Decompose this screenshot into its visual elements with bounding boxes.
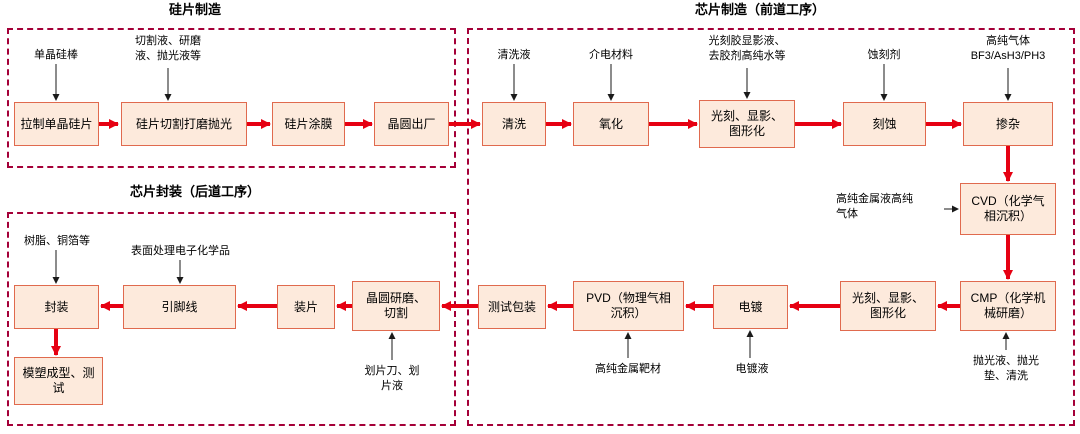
annotation-cut-fluids: 切割液、研磨 液、抛光液等 <box>135 35 201 62</box>
section-title-front-end: 芯片制造（前道工序） <box>694 2 825 17</box>
annotation-metal-liquid-gas: 高纯金属液高纯 气体 <box>836 193 913 220</box>
node-doping: 掺杂 <box>963 102 1053 146</box>
node-wafer-cut: 硅片切割打磨抛光 <box>121 102 247 146</box>
node-oxidation: 氧化 <box>573 102 649 146</box>
node-plating: 电镀 <box>713 285 788 329</box>
annotation-photoresist-fluids: 光刻胶显影液、 去胶剂高纯水等 <box>708 35 786 62</box>
section-chip-packaging <box>7 212 456 426</box>
node-die-attach: 装片 <box>277 285 335 329</box>
section-title-packaging: 芯片封装（后道工序） <box>129 184 260 199</box>
annotation-surface-chem: 表面处理电子化学品 <box>131 245 230 257</box>
node-encapsulation: 封装 <box>14 285 99 329</box>
annotation-clean-fluid: 清洗液 <box>497 49 531 61</box>
annotation-metal-target: 高纯金属靶材 <box>595 363 661 375</box>
node-grind-dice: 晶圆研磨、 切割 <box>352 281 440 331</box>
node-pull-ingot: 拉制单晶硅片 <box>14 102 99 146</box>
node-wafer-coat: 硅片涂膜 <box>272 102 345 146</box>
node-litho-2: 光刻、显影、 图形化 <box>840 281 936 331</box>
annotation-plating-fluid: 电镀液 <box>735 363 769 375</box>
section-title-wafer: 硅片制造 <box>168 2 221 17</box>
node-test-pack: 测试包装 <box>478 285 546 329</box>
annotation-ingot: 单晶硅棒 <box>34 49 78 61</box>
annotation-dicing-blade: 划片刀、划 片液 <box>364 365 420 392</box>
node-clean: 清洗 <box>482 102 546 146</box>
node-etch: 刻蚀 <box>843 102 926 146</box>
node-cvd: CVD（化学气 相沉积） <box>960 183 1056 235</box>
section-chip-front-end <box>467 28 1075 426</box>
node-lead-wire: 引脚线 <box>123 285 236 329</box>
section-wafer-manufacturing <box>7 28 456 168</box>
annotation-pure-gas: 高纯气体 BF3/AsH3/PH3 <box>970 35 1046 62</box>
node-wafer-ship: 晶圆出厂 <box>374 102 449 146</box>
node-cmp: CMP（化学机 械研磨） <box>960 281 1056 331</box>
annotation-resin-foil: 树脂、铜箔等 <box>24 235 90 247</box>
annotation-etchant: 蚀刻剂 <box>867 49 901 61</box>
annotation-dielectric: 介电材料 <box>589 49 633 61</box>
annotation-polish-supplies: 抛光液、抛光 垫、清洗 <box>973 355 1039 382</box>
node-litho-1: 光刻、显影、 图形化 <box>699 100 795 148</box>
node-molding: 模塑成型、测 试 <box>14 357 103 405</box>
node-pvd: PVD（物理气相 沉积） <box>573 281 684 331</box>
